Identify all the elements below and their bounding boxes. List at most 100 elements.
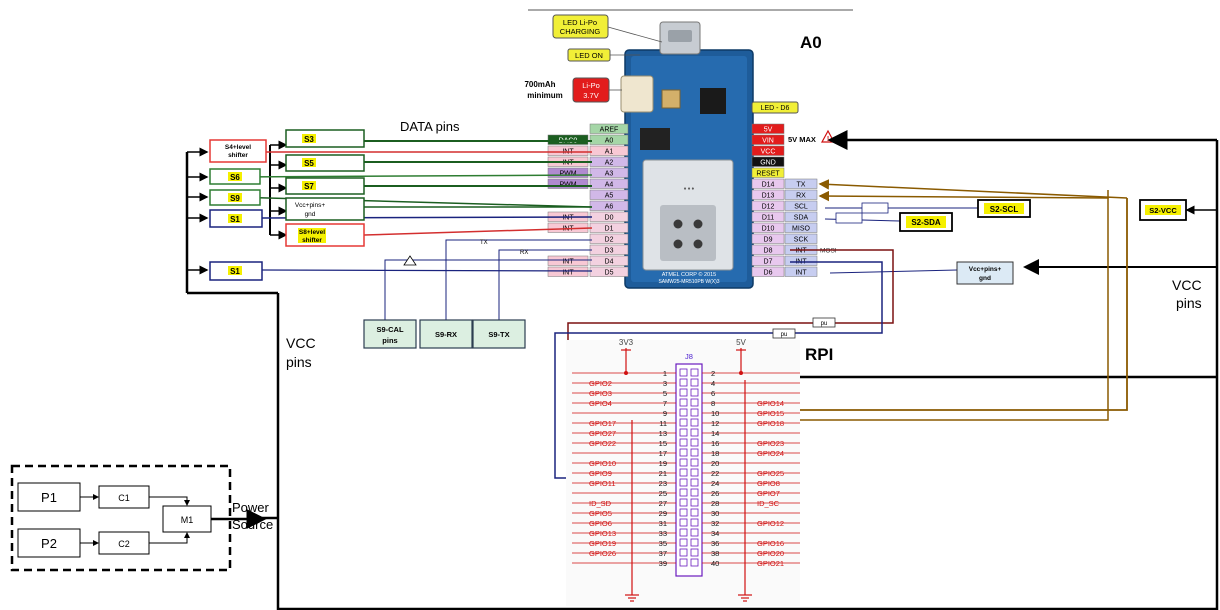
right-pin	[751, 178, 785, 189]
rpi-title: RPI	[805, 345, 833, 364]
m1-label: M1	[181, 515, 194, 525]
pin-number-odd: 29	[659, 509, 667, 518]
header-pin-even	[690, 368, 699, 377]
pin-number-even: 6	[711, 389, 715, 398]
left-pin-tag-text: INT	[562, 259, 574, 266]
gpio-label-right: GPIO24	[757, 449, 784, 458]
header-pin-even	[690, 418, 699, 427]
lipo-label: Li-Po	[582, 81, 600, 90]
pin-number-even: 12	[711, 419, 719, 428]
left-pin-tag	[547, 178, 589, 189]
gpio-label-right: ID_SC	[757, 499, 780, 508]
mosi-label: MOSI	[820, 248, 837, 255]
pin-number-even: 20	[711, 459, 719, 468]
s1b-label: S1	[230, 267, 240, 276]
right-pin-name: D12	[762, 204, 775, 211]
s9-tx-label: S9-TX	[488, 330, 509, 339]
gpio-label-left: GPIO5	[589, 509, 612, 518]
pin-number-even: 38	[711, 549, 719, 558]
pin-number-odd: 17	[659, 449, 667, 458]
s1a-label: S1	[230, 215, 240, 224]
gpio-label-right: GPIO23	[757, 439, 784, 448]
right-pin	[751, 134, 785, 145]
header-pin-even	[690, 488, 699, 497]
svg-text:♦ ♦ ♦: ♦ ♦ ♦	[684, 186, 695, 192]
left-pin-name: A3	[605, 171, 614, 178]
gpio-label-left: GPIO2	[589, 379, 612, 388]
header-pin-even	[690, 538, 699, 547]
gpio-label-right: GPIO7	[757, 489, 780, 498]
s2-sda-label: S2-SDA	[911, 218, 941, 227]
s9-cal-label-2: pins	[382, 336, 397, 345]
pin-number-odd: 21	[659, 469, 667, 478]
triangle-marker-icon	[403, 255, 417, 266]
right-pin-name: D11	[762, 215, 774, 222]
source-label: Source	[232, 517, 273, 532]
right-pin-tag	[784, 178, 818, 189]
wires: pu pu TX RX	[185, 130, 1219, 610]
pin-number-even: 28	[711, 499, 719, 508]
right-pin-name: GND	[760, 160, 776, 167]
right-pin-name: D10	[762, 226, 775, 233]
pullup-label-2: pu	[781, 332, 788, 338]
pin-number-even: 26	[711, 489, 719, 498]
header-pin-even	[690, 388, 699, 397]
header-pin-odd	[679, 408, 688, 417]
left-pin	[589, 233, 629, 244]
header-pin-even	[690, 468, 699, 477]
pin-number-even: 32	[711, 519, 719, 528]
warning-text: 5V MAX	[788, 135, 816, 144]
right-pin-tag-text: RX	[796, 193, 806, 200]
right-pin	[751, 156, 785, 167]
gpio-label-right: GPIO14	[757, 399, 784, 408]
right-pin	[751, 200, 785, 211]
pin-number-even: 30	[711, 509, 719, 518]
gpio-label-right: GPIO12	[757, 519, 784, 528]
lipo-capacity: 700mAh	[524, 80, 555, 89]
pullup-label-1: pu	[821, 321, 828, 327]
ground-icon	[625, 594, 639, 602]
pin-number-even: 10	[711, 409, 719, 418]
right-pin	[751, 189, 785, 200]
left-pin	[589, 189, 629, 200]
header-pin-odd	[679, 368, 688, 377]
right-pin-tag	[784, 266, 818, 277]
right-pin-name: D7	[764, 259, 773, 266]
pin-number-even: 36	[711, 539, 719, 548]
led-lipo-label-2: CHARGING	[560, 27, 601, 36]
s4-label: S4+level	[225, 144, 251, 151]
right-pin-tag-text: SDA	[794, 215, 809, 222]
left-pin-tag-text: INT	[562, 270, 574, 277]
header-pin-odd	[679, 468, 688, 477]
board-notes: LED Li-Po CHARGING LED ON 700mAh minimum…	[524, 14, 799, 114]
pin-number-even: 4	[711, 379, 715, 388]
lipo-capacity-2: minimum	[527, 91, 563, 100]
header-pin-even	[690, 378, 699, 387]
pin-number-odd: 7	[663, 399, 667, 408]
header-pin-odd	[679, 548, 688, 557]
gpio-label-right: GPIO16	[757, 539, 784, 548]
header-pin-odd	[679, 488, 688, 497]
pin-number-odd: 35	[659, 539, 667, 548]
pin-number-even: 18	[711, 449, 719, 458]
led-d6-label: LED - D6	[761, 105, 790, 112]
right-pin-tag	[784, 200, 818, 211]
s4-label-2: shifter	[228, 152, 248, 159]
right-pin-tag-text: INT	[795, 248, 807, 255]
right-pin	[751, 255, 785, 266]
header-pin-even	[690, 528, 699, 537]
header-pin-odd	[679, 398, 688, 407]
pin-number-odd: 25	[659, 489, 667, 498]
left-pin-name: D4	[605, 259, 614, 266]
left-pin-tag	[547, 255, 589, 266]
right-pin	[751, 233, 785, 244]
left-pin-name: AREF	[600, 127, 619, 134]
s5-label: S5	[304, 159, 314, 168]
s2-vcc-label: S2-VCC	[1149, 206, 1177, 215]
right-pin	[751, 222, 785, 233]
right-pin-name: D9	[764, 237, 773, 244]
header-pin-even	[690, 428, 699, 437]
led-on-label: LED ON	[575, 51, 603, 60]
pin-number-odd: 39	[659, 559, 667, 568]
left-pin-name: D0	[605, 215, 614, 222]
